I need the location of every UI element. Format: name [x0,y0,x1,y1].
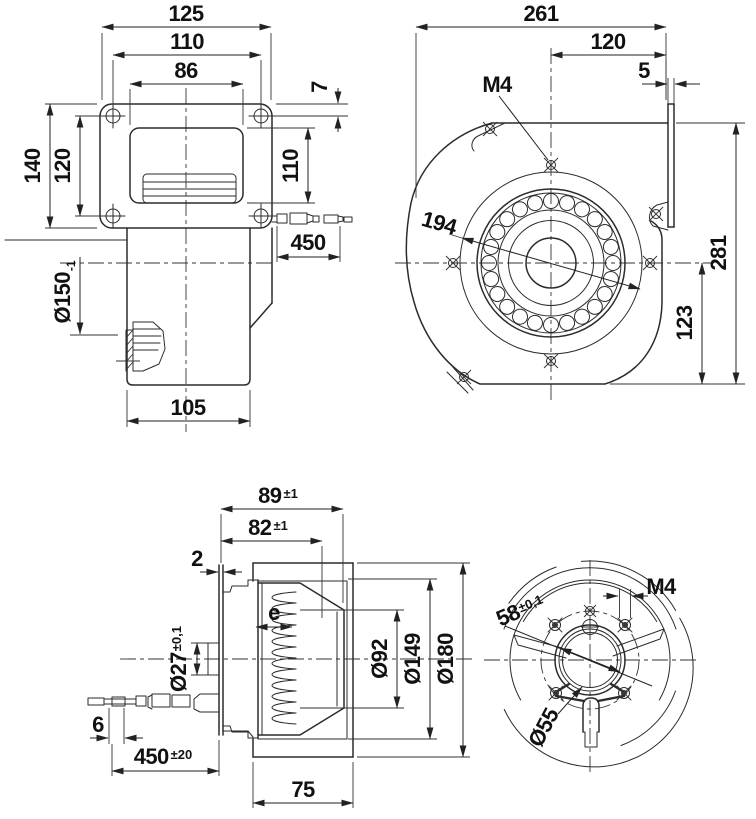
hatching [125,329,134,371]
cable-with-terminals [271,212,353,225]
dimensions-motor-side: 89±1 82±1 2 e Ø27±0,1 Ø92 Ø149 [90,483,470,808]
dim-hole-pitch-width: 110 [170,29,204,54]
housing-assembly-screws [445,157,658,369]
dim-cable-length-tol: ±20 [171,747,193,762]
housing-section [252,562,354,758]
dim-housing-depth: 75 [291,777,315,802]
cable-with-terminals [87,693,220,713]
dim-hub-diameter: Ø27±0,1 [166,626,191,692]
dim-flange-thickness: 5 [638,58,650,83]
dim-overall-width: 125 [169,1,204,26]
dim-body-width: 105 [171,395,206,420]
outlet-opening [129,127,244,204]
mounting-flange-outline [99,103,273,229]
outlet-flange-plate [667,103,675,228]
dim-inlet-diameter-value: Ø150 [50,272,75,324]
flange-bolt-holes [100,103,274,229]
scroll-housing-outline [405,122,663,385]
dim-total-depth-value: 89 [258,483,282,508]
dim-overall-height: 140 [20,148,45,183]
dim-cable-length-value: 450 [134,744,169,769]
dim-impeller-diameter: Ø149 [400,633,425,685]
dim-center-to-flange: 120 [591,29,626,54]
dimensions-motor-rear: 58±0,1 M4 Ø55 [492,574,677,751]
motor-and-plate [207,564,263,739]
dim-motor-diameter: Ø92 [367,639,392,679]
strut-spokes [513,628,665,703]
dim-cable-length-top: 450 [291,230,326,255]
dim-impeller-depth-value: 82 [248,515,272,540]
rear-housing-arcs [503,560,694,768]
impeller-side [257,582,345,736]
dim-overall-length: 261 [524,1,559,26]
mounting-ears [446,121,669,394]
motor-mounting-screws [547,604,633,701]
dim-hole-top-offset: 7 [307,81,332,93]
cable-grommet-detail [116,321,166,372]
dim-hole-pitch-height: 120 [50,148,75,183]
dim-center-to-base: 123 [672,305,697,340]
dim-overall-height: 281 [706,235,731,270]
dim-impeller-depth: 82±1 [248,515,288,540]
dim-screw-size: M4 [482,72,513,97]
dim-inlet-diameter-tol: -1 [64,260,78,271]
dimensions-housing-side: 261 120 5 M4 194 281 123 [415,1,745,385]
dim-inlet-diameter: Ø150-1 [50,260,78,323]
dim-boss-diameter: Ø55 [523,704,564,751]
dim-hub-diameter-value: Ø27 [166,652,191,692]
dim-housing-diameter: Ø180 [433,633,458,685]
view-motor-side: 89±1 82±1 2 e Ø27±0,1 Ø92 Ø149 [87,483,472,808]
dim-strip-length: 6 [92,712,104,737]
blade-profiles [271,591,297,725]
view-flange-front: 125 110 86 7 140 120 110 Ø150-1 [4,1,353,432]
view-motor-rear: 58±0,1 M4 Ø55 [484,560,700,772]
cable-gland [582,697,600,748]
housing-body-outline [126,227,273,386]
impeller-through-outlet [142,173,237,204]
dim-outlet-height: 110 [278,149,303,183]
dimensions-flange-front: 125 110 86 7 140 120 110 Ø150-1 [20,1,348,427]
dim-blade-clearance: e [268,600,280,625]
dim-hub-diameter-tol: ±0,1 [169,626,184,651]
dim-plate-thickness: 2 [191,546,203,571]
view-housing-side: 261 120 5 M4 194 281 123 [395,1,745,400]
dim-impeller-depth-tol: ±1 [273,518,287,533]
dim-screw-size: M4 [646,574,677,599]
dim-outlet-width: 86 [174,58,198,83]
dim-cable-length: 450±20 [134,744,193,769]
dim-inlet-ring-diameter: 194 [419,206,461,240]
dim-pitch-circle: 58±0,1 [492,589,547,631]
dim-total-depth-tol: ±1 [283,486,297,501]
dim-total-depth: 89±1 [258,483,298,508]
